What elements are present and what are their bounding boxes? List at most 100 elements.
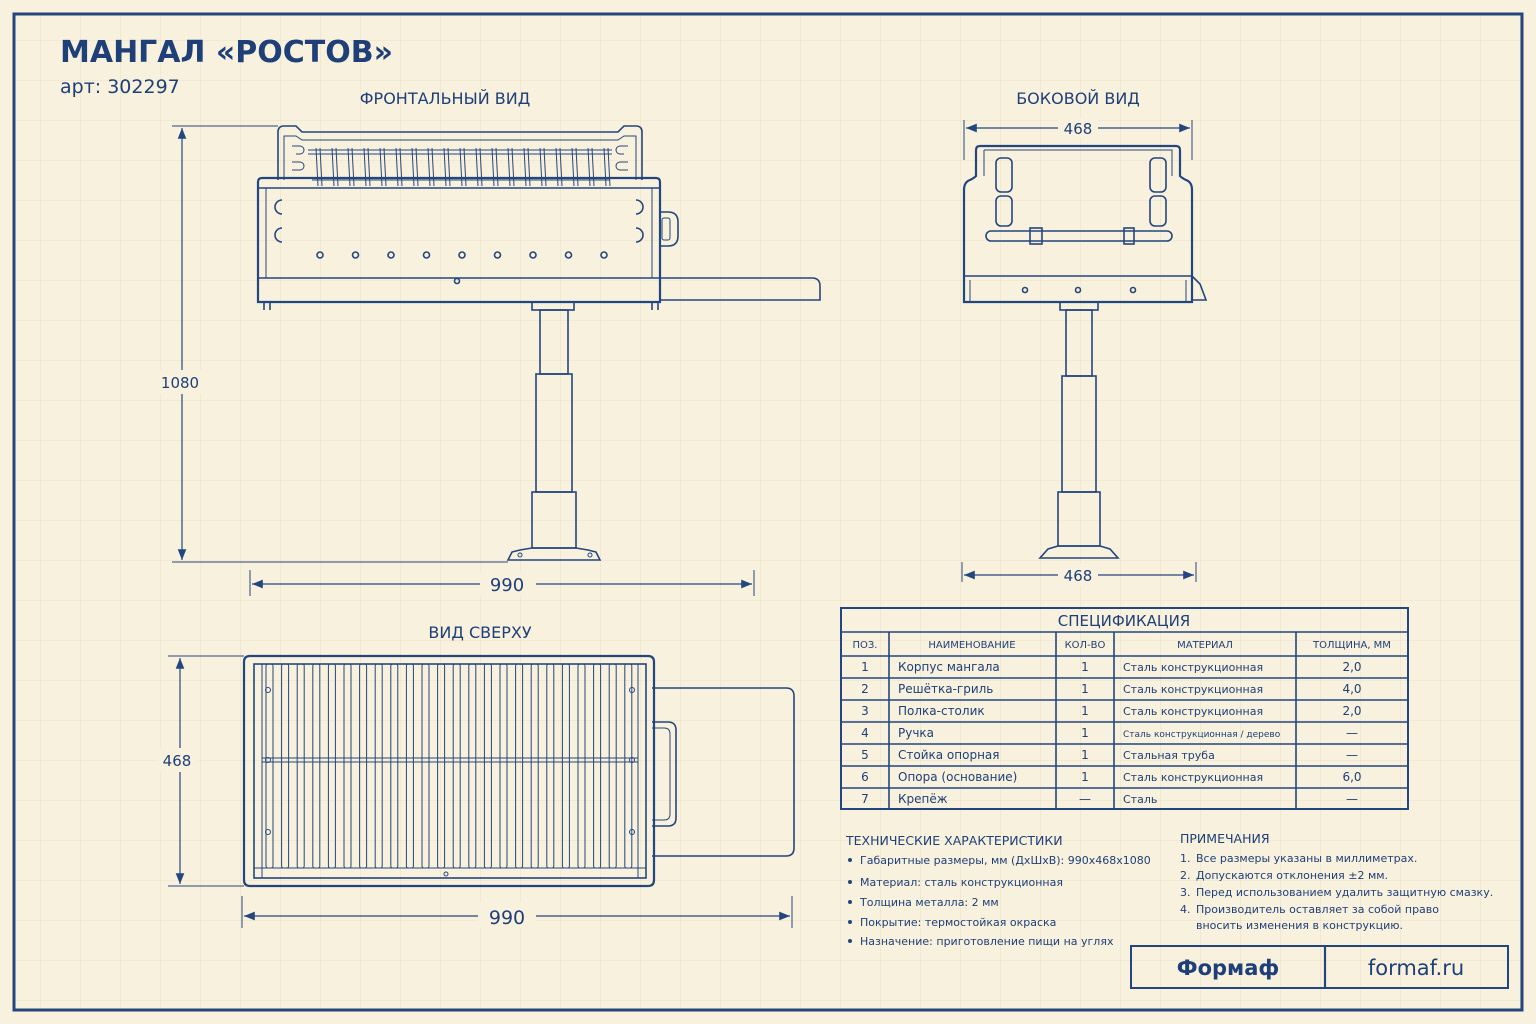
spec-cell-name: Полка-столик — [898, 704, 985, 718]
grate-bar — [367, 147, 371, 187]
grate-bar — [495, 147, 499, 187]
top-view: 468 990 — [158, 654, 795, 929]
website-link[interactable]: formaf.ru — [1368, 956, 1464, 980]
grate-bar — [561, 663, 570, 869]
front-vent-holes — [316, 251, 608, 259]
grate-bar — [390, 663, 399, 869]
grate-bar — [319, 147, 323, 187]
spec-cell-qty: 1 — [1081, 770, 1089, 784]
side-top-width-dimension: 468 — [1064, 120, 1093, 138]
tech-item: Покрытие: термостойкая окраска — [860, 916, 1056, 929]
grate-bar — [491, 147, 495, 187]
vent-hole — [529, 251, 537, 259]
spec-cell-name: Ручка — [898, 726, 934, 740]
grate-bar — [347, 147, 351, 187]
front-height-dimension: 1080 — [161, 374, 199, 392]
front-width-dimension: 990 — [490, 575, 524, 596]
note-number: 1. — [1180, 852, 1191, 865]
grate-bar — [431, 147, 435, 187]
note-text: вносить изменения в конструкцию. — [1196, 919, 1403, 932]
grate-bar — [363, 147, 367, 187]
grate-bar — [452, 663, 461, 869]
note-number: 3. — [1180, 886, 1191, 899]
grate-bar — [351, 147, 355, 187]
spec-cell-qty: 1 — [1081, 704, 1089, 718]
spec-row: 6 Опора (основание) 1 Сталь конструкцион… — [861, 770, 1361, 784]
grate-bar — [479, 147, 483, 187]
spec-table: СПЕЦИФИКАЦИЯ ПОЗ. НАИМЕНОВАНИЕ КОЛ-ВО МА… — [840, 607, 1409, 810]
spec-row: 3 Полка-столик 1 Сталь конструкционная 2… — [861, 704, 1361, 718]
vent-hole — [458, 251, 466, 259]
grate-bar — [312, 663, 321, 869]
top-view-title: ВИД СВЕРХУ — [428, 623, 531, 642]
vent-hole — [351, 251, 360, 259]
vent-hole — [422, 251, 431, 259]
note-text: Все размеры указаны в миллиметрах. — [1196, 852, 1417, 865]
grate-bar — [405, 663, 414, 869]
spec-header-thickness: ТОЛЩИНА, ММ — [1312, 640, 1391, 651]
spec-cell-qty: 1 — [1081, 660, 1089, 674]
top-width-dimension: 990 — [489, 907, 525, 929]
front-view-title: ФРОНТАЛЬНЫЙ ВИД — [360, 89, 530, 108]
sheet-border — [12, 12, 1524, 1012]
spec-cell-thickness: — — [1346, 726, 1358, 740]
grate-bar — [507, 147, 511, 187]
grate-bar — [335, 147, 339, 187]
spec-cell-name: Крепёж — [898, 792, 948, 806]
spec-cell-pos: 1 — [861, 660, 869, 674]
spec-row: 2 Решётка-гриль 1 Сталь конструкционная … — [861, 682, 1361, 696]
spec-cell-qty: 1 — [1081, 748, 1089, 762]
vent-hole — [564, 251, 573, 259]
front-grate-bars — [315, 147, 611, 187]
vent-hole — [600, 251, 608, 259]
grate-bar — [527, 147, 531, 187]
tech-item: Материал: сталь конструкционная — [860, 876, 1063, 889]
brand-name: Формаф — [1177, 956, 1279, 980]
grate-bar — [603, 147, 607, 187]
spec-cell-qty: 1 — [1081, 726, 1089, 740]
top-grate-bars — [265, 663, 633, 869]
spec-header-qty: КОЛ-ВО — [1065, 640, 1106, 651]
grate-bar — [463, 147, 467, 187]
page-title: МАНГАЛ «РОСТОВ» — [60, 35, 393, 70]
spec-cell-thickness: — — [1346, 792, 1358, 806]
grate-bar — [571, 147, 575, 187]
vent-hole — [493, 251, 502, 259]
spec-row: 5 Стойка опорная 1 Стальная труба — — [861, 748, 1358, 762]
spec-cell-name: Стойка опорная — [898, 748, 1000, 762]
spec-cell-thickness: 4,0 — [1342, 682, 1361, 696]
grate-bar — [383, 147, 387, 187]
front-view: 1080 990 — [158, 125, 821, 596]
grate-bar — [575, 147, 579, 187]
spec-cell-material: Сталь конструкционная — [1123, 661, 1263, 674]
grate-bar — [608, 663, 617, 869]
spec-cell-thickness: 2,0 — [1342, 660, 1361, 674]
grate-bar — [593, 663, 602, 869]
grate-bar — [399, 147, 403, 187]
top-depth-dimension: 468 — [163, 752, 192, 770]
spec-cell-material: Сталь конструкционная — [1123, 771, 1263, 784]
grate-bar — [459, 147, 463, 187]
grate-bar — [296, 663, 305, 869]
spec-cell-name: Решётка-гриль — [898, 682, 993, 696]
tech-characteristics: ТЕХНИЧЕСКИЕ ХАРАКТЕРИСТИКИ Габаритные ра… — [845, 833, 1151, 948]
grate-bar — [411, 147, 415, 187]
footer-block: Формаф formaf.ru — [1130, 945, 1509, 989]
spec-cell-material: Сталь конструкционная / дерево — [1123, 730, 1281, 740]
grate-bar — [539, 147, 543, 187]
grate-bar — [577, 663, 586, 869]
spec-cell-material: Сталь — [1123, 793, 1157, 806]
grate-bar — [591, 147, 595, 187]
spec-cell-pos: 7 — [861, 792, 869, 806]
note-text: Допускаются отклонения ±2 мм. — [1196, 869, 1388, 882]
article-number: арт: 302297 — [60, 76, 180, 98]
grate-bar — [447, 147, 451, 187]
grate-bar — [546, 663, 555, 869]
grate-bar — [374, 663, 383, 869]
vent-hole — [387, 251, 395, 259]
grate-bar — [343, 663, 352, 869]
grate-bar — [281, 663, 290, 869]
notes: ПРИМЕЧАНИЯ 1. Все размеры указаны в милл… — [1180, 831, 1493, 932]
tech-title: ТЕХНИЧЕСКИЕ ХАРАКТЕРИСТИКИ — [845, 833, 1063, 848]
spec-title: СПЕЦИФИКАЦИЯ — [1058, 612, 1190, 630]
